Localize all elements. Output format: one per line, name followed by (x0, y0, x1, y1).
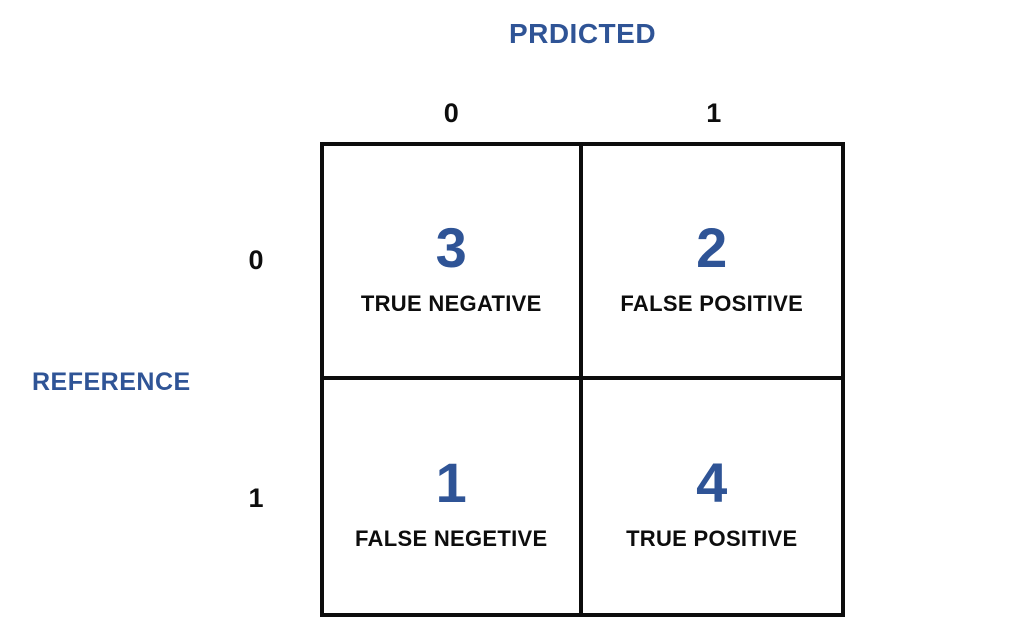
row-header-1: 1 (248, 482, 264, 513)
cell-true-positive-value: 4 (696, 451, 728, 515)
cell-false-negative-label: FALSE NEGETIVE (355, 526, 548, 552)
col-header-0: 0 (443, 98, 459, 128)
col-header-1: 1 (706, 98, 722, 128)
matrix-grid: 3 TRUE NEGATIVE 2 FALSE POSITIVE 1 FALSE… (320, 142, 845, 617)
row-headers: 0 1 (228, 142, 284, 617)
cell-false-negative: 1 FALSE NEGETIVE (324, 379, 583, 613)
cell-true-negative-label: TRUE NEGATIVE (360, 290, 542, 316)
predicted-axis-label: PRDICTED (508, 18, 657, 49)
column-headers: 0 1 (320, 96, 845, 130)
cell-false-negative-value: 1 (435, 451, 467, 515)
cell-false-positive-label: FALSE POSITIVE (620, 290, 804, 316)
cell-false-positive-value: 2 (696, 215, 728, 279)
cell-true-negative-value: 3 (435, 215, 467, 279)
cell-true-negative: 3 TRUE NEGATIVE (324, 146, 583, 380)
cell-true-positive: 4 TRUE POSITIVE (582, 379, 841, 613)
cell-true-positive-label: TRUE POSITIVE (626, 526, 798, 552)
reference-axis-label: REFERENCE (32, 368, 191, 396)
cell-false-positive: 2 FALSE POSITIVE (582, 146, 841, 380)
row-header-0: 0 (248, 245, 264, 276)
